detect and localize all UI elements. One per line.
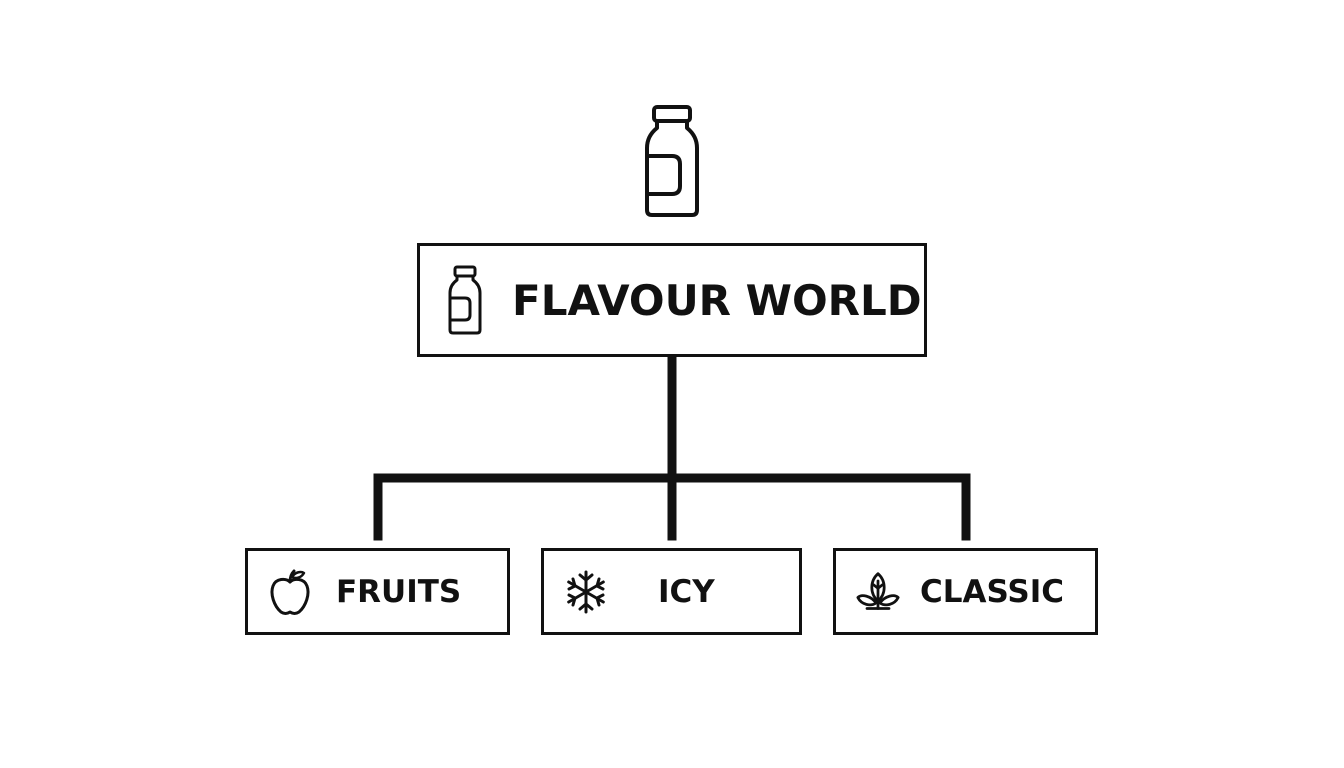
child-node-fruits: FRUITS [245,548,510,635]
apple-icon [270,569,310,615]
bottle-icon [448,265,482,335]
bottle-icon [645,105,699,217]
child-node-classic: CLASSIC [833,548,1098,635]
root-node-label: FLAVOUR WORLD [512,275,922,325]
classic-label: CLASSIC [920,573,1065,610]
leaves-icon [856,571,900,610]
child-node-icy: ICY [541,548,802,635]
snowflake-icon [567,570,605,613]
icy-label: ICY [658,573,715,610]
root-node-flavour-world: FLAVOUR WORLD [417,243,927,357]
fruits-label: FRUITS [336,573,462,610]
